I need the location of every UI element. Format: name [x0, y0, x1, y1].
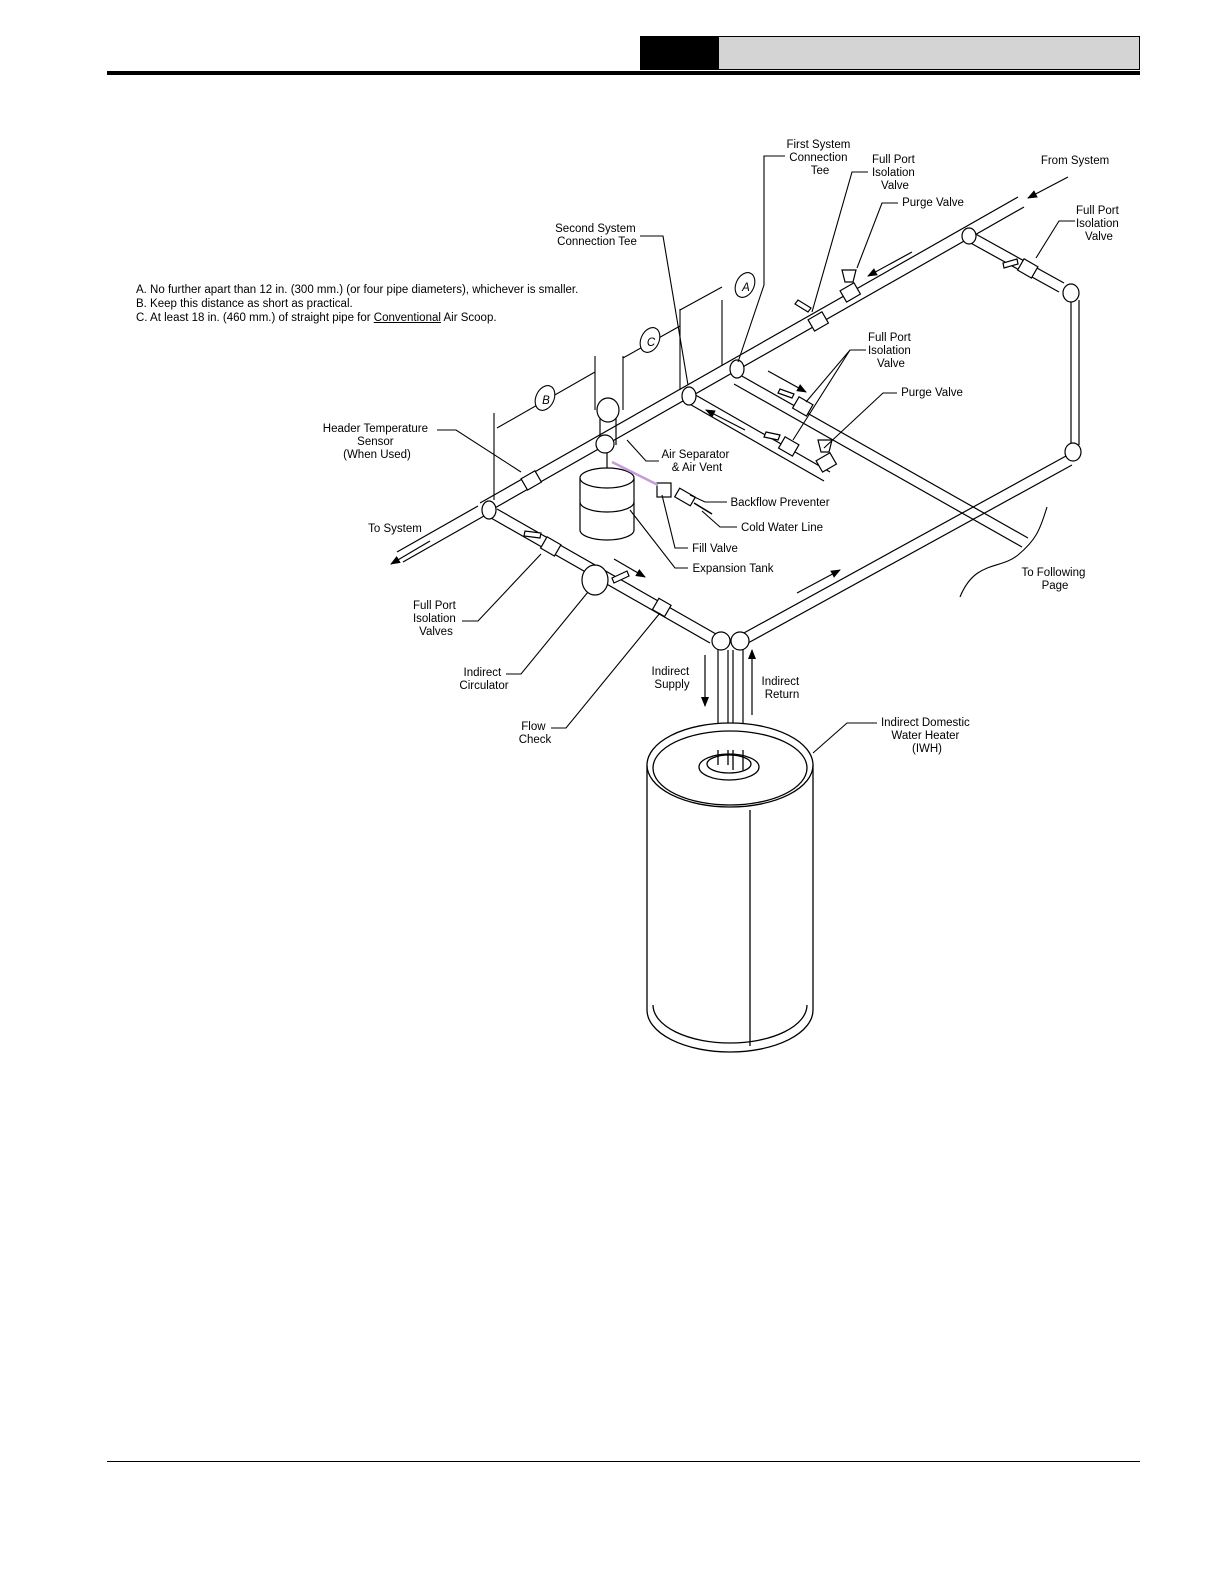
callout-labels: First System Connection Tee Full Port Is…: [323, 139, 1122, 755]
footer-rule: [107, 1461, 1140, 1462]
air-separator-lower: [595, 434, 615, 454]
right-tee-fitting: [961, 227, 977, 245]
arrow-mid-1: [767, 370, 807, 393]
break-line: [959, 506, 1048, 598]
handle-mid-2: [763, 431, 781, 441]
note-c-end: Air Scoop.: [440, 312, 497, 324]
label-fpiv-top: Full Port Isolation Valve: [872, 154, 918, 192]
label-to-following: To Following Page: [1021, 567, 1088, 592]
label-backflow: Backflow Preventer: [730, 497, 829, 509]
marker-a-circle: [734, 272, 756, 298]
valve-body-mid: [791, 395, 814, 417]
label-header-sensor: Header Temperature Sensor (When Used): [323, 423, 431, 461]
expansion-tank: [579, 453, 635, 541]
label-first-tee: First System Connection Tee: [786, 139, 853, 177]
flow-arrows: [390, 176, 1069, 715]
main-header-pipe: [396, 196, 1025, 563]
valve-body-mid-2: [777, 435, 800, 457]
header-tee-fitting: [481, 500, 497, 520]
sensor-body: [520, 469, 543, 491]
circulator-body: [581, 564, 609, 596]
purge-valve-body-mid: [815, 451, 838, 473]
valve-body-lower: [539, 535, 562, 557]
elbow-bottom-right: [1064, 442, 1082, 462]
letter-c: C: [647, 337, 656, 349]
valve-body-right: [1016, 257, 1039, 279]
arrow-lower: [613, 558, 646, 578]
label-indirect-supply: Indirect Supply: [652, 666, 693, 691]
label-fpiv-mid: Full Port Isolation Valve: [868, 332, 914, 370]
header-rule: [107, 71, 1140, 75]
label-fill-valve: Fill Valve: [692, 543, 738, 555]
label-second-tee: Second System Connection Tee: [555, 223, 639, 248]
handle-circ: [611, 570, 630, 584]
label-fpiv-right: Full Port Isolation Valve: [1076, 205, 1122, 243]
handle-right: [1002, 258, 1019, 269]
elbow-return: [730, 631, 750, 651]
label-cold-water: Cold Water Line: [741, 522, 823, 534]
marker-b-circle: [534, 385, 556, 411]
page-header-tab: [640, 36, 1140, 70]
water-heater: [646, 722, 814, 1053]
valve-body-top: [807, 310, 830, 332]
cold-water-line: [693, 502, 713, 515]
elbow-top-right: [1062, 283, 1080, 303]
first-tee-fitting: [729, 359, 745, 379]
fill-line: [611, 460, 659, 487]
label-indirect-return: Indirect Return: [762, 676, 803, 701]
backflow-body: [673, 487, 697, 507]
label-fpiv-valves: Full Port Isolation Valves: [413, 600, 459, 638]
arrow-return-diag: [796, 569, 841, 594]
arrow-to-system: [390, 540, 431, 565]
handle-top: [794, 299, 812, 313]
fill-valve-body: [656, 482, 672, 498]
label-to-system: To System: [368, 523, 422, 535]
dimension-lines: [493, 286, 723, 500]
label-indirect-circ: Indirect Circulator: [459, 667, 508, 692]
leader-lines: [437, 155, 1075, 754]
label-purge-mid: Purge Valve: [901, 387, 963, 399]
note-c-text: C. At least 18 in. (460 mm.) of straight…: [136, 312, 374, 324]
section-number-block: [640, 36, 718, 70]
fittings: [481, 227, 1082, 651]
flow-check-body: [651, 597, 672, 618]
second-tee-fitting: [681, 386, 697, 406]
note-a: A. No further apart than 12 in. (300 mm.…: [136, 284, 579, 296]
label-expansion-tank: Expansion Tank: [693, 563, 774, 575]
pipe-network: [396, 196, 1080, 765]
marker-c-circle: [639, 327, 661, 353]
note-c-underlined: Conventional: [373, 312, 441, 324]
section-title-block: [718, 36, 1140, 70]
label-purge-top: Purge Valve: [902, 197, 964, 209]
note-b: B. Keep this distance as short as practi…: [136, 298, 353, 310]
dimension-notes: A. No further apart than 12 in. (300 mm.…: [136, 283, 578, 325]
letter-a: A: [741, 282, 750, 294]
arrow-top-valve: [867, 251, 913, 277]
label-flow-check: Flow Check: [519, 721, 552, 746]
dimension-markers: [534, 272, 756, 411]
handle-lower: [523, 530, 542, 539]
arrow-from-system: [1027, 176, 1069, 199]
arrow-mid-2: [705, 409, 746, 431]
purge-valve-body-top: [839, 281, 862, 303]
handle-mid: [777, 388, 795, 399]
note-c: C. At least 18 in. (460 mm.) of straight…: [136, 311, 578, 325]
right-loop-pipe: [741, 231, 1080, 644]
elbow-supply: [711, 631, 731, 651]
following-page-pipe: [733, 374, 1029, 548]
label-air-separator: Air Separator & Air Vent: [662, 449, 733, 474]
label-iwh: Indirect Domestic Water Heater (IWH): [881, 717, 973, 755]
dimension-letter-text: A C B: [542, 282, 750, 407]
label-from-system: From System: [1041, 155, 1109, 167]
air-separator-body: [596, 397, 620, 423]
purge-handle-top: [841, 269, 857, 283]
letter-b: B: [542, 395, 550, 407]
